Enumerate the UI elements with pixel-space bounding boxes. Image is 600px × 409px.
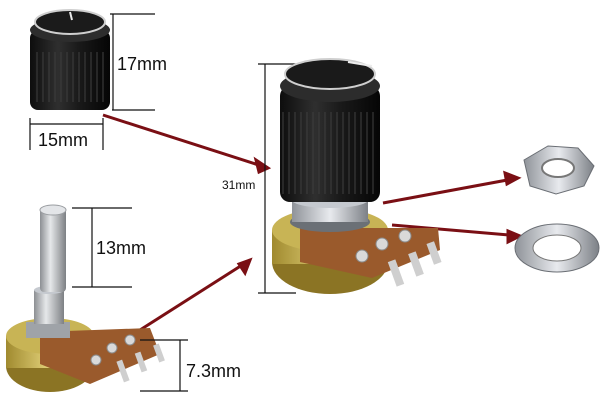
shaft-length-dimension [72, 207, 132, 288]
body-height-dimension [140, 339, 188, 392]
washer [514, 223, 600, 273]
bare-potentiometer [6, 204, 165, 392]
assembled-height-label: 31mm [222, 178, 255, 192]
assembled-potentiometer [272, 58, 442, 294]
small-knob [30, 9, 110, 110]
hex-nut [523, 145, 595, 195]
knob-height-dimension [110, 13, 155, 111]
shaft-length-label: 13mm [96, 238, 146, 258]
knob-width-label: 15mm [38, 130, 88, 150]
knob-height-label: 17mm [117, 54, 167, 74]
pointer-arrows [102, 113, 524, 332]
assembled-height-dimension [258, 63, 296, 294]
body-height-label: 7.3mm [186, 361, 241, 381]
knob-width-dimension [29, 118, 104, 150]
